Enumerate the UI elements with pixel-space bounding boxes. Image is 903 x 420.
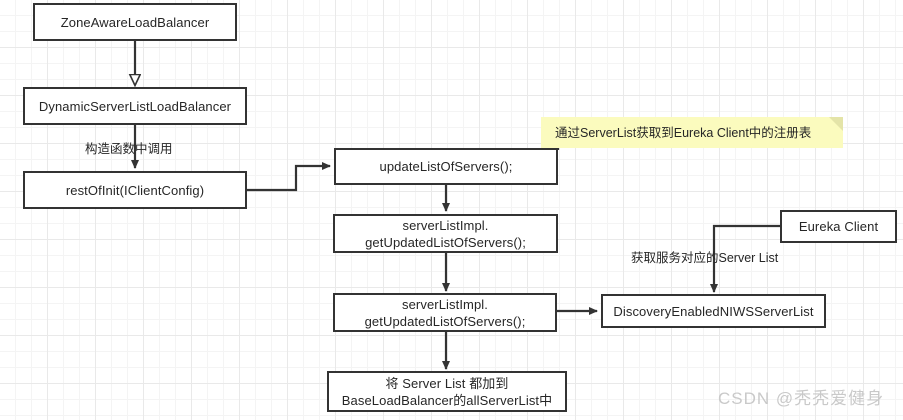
node-base-load-balancer-all-server-list[interactable]: 将 Server List 都加到 BaseLoadBalancer的allSe… — [327, 371, 567, 412]
edge-label-fetch-server-list: 获取服务对应的Server List — [631, 251, 779, 265]
node-dynamic-server-list-load-balancer[interactable]: DynamicServerListLoadBalancer — [23, 87, 247, 125]
edge-label-constructor-call: 构造函数中调用 — [85, 142, 173, 156]
node-eureka-client[interactable]: Eureka Client — [780, 210, 897, 243]
node-server-list-impl-1[interactable]: serverListImpl. getUpdatedListOfServers(… — [333, 214, 558, 253]
node-zone-aware-load-balancer[interactable]: ZoneAwareLoadBalancer — [33, 3, 237, 41]
node-server-list-impl-2[interactable]: serverListImpl. getUpdatedListOfServers(… — [333, 293, 557, 332]
note-fold-corner-icon — [829, 117, 843, 131]
node-update-list-of-servers[interactable]: updateListOfServers(); — [334, 148, 558, 185]
sticky-note-text: 通过ServerList获取到Eureka Client中的注册表 — [555, 125, 812, 140]
watermark-csdn: CSDN @秃秃爱健身 — [718, 389, 885, 408]
sticky-note-server-list: 通过ServerList获取到Eureka Client中的注册表 — [541, 117, 843, 148]
edge-restofinit-to-update — [247, 162, 331, 192]
node-rest-of-init[interactable]: restOfInit(IClientConfig) — [23, 171, 247, 209]
node-discovery-enabled-niws-server-list[interactable]: DiscoveryEnabledNIWSServerList — [601, 294, 826, 328]
